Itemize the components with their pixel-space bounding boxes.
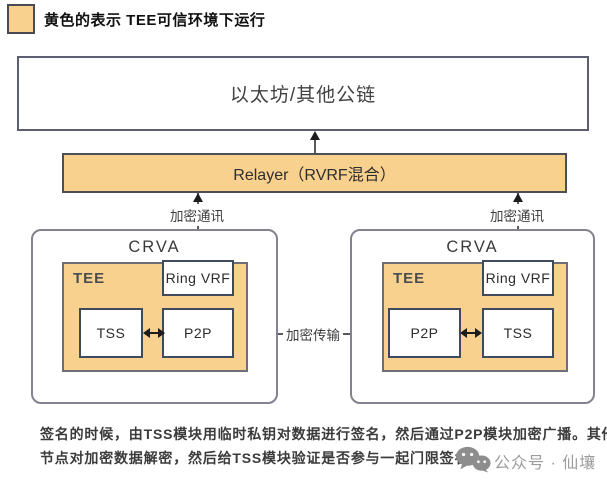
tss-module-left: TSS <box>79 308 143 358</box>
p2p-label: P2P <box>410 325 439 341</box>
tss-label: TSS <box>96 325 126 341</box>
legend-label: 黄色的表示 TEE可信环境下运行 <box>44 12 266 29</box>
ring-vrf-label: Ring VRF <box>485 270 551 286</box>
legend-yellow-swatch <box>7 4 35 34</box>
tss-module-right: TSS <box>482 308 554 358</box>
caption-line-1: 签名的时候，由TSS模块用临时私钥对数据进行签名，然后通过P2P模块加密广播。其… <box>40 426 607 442</box>
tee-label: TEE <box>73 270 106 287</box>
crva-title: CRVA <box>128 238 181 256</box>
up-arrow-icon <box>513 193 523 202</box>
encrypted-transfer-label: 加密传输 <box>283 323 343 345</box>
up-arrow-icon <box>193 193 203 202</box>
caption-line-2: 节点对加密数据解密，然后给TSS模块验证是否参与一起门限签名 <box>40 450 470 466</box>
wechat-icon <box>455 446 491 473</box>
ring-vrf-module-right: Ring VRF <box>482 260 554 296</box>
watermark-label: 公众号 · 仙壤 <box>494 455 597 472</box>
public-chain-box: 以太坊/其他公链 <box>17 56 589 131</box>
right-encrypted-comm-label: 加密通讯 <box>487 204 547 226</box>
tss-p2p-double-arrow-icon <box>143 328 165 338</box>
left-node-to-relayer-line <box>197 193 199 262</box>
relayer-label: Relayer（RVRF混合） <box>233 167 396 184</box>
left-encrypted-comm-label: 加密通讯 <box>167 204 227 226</box>
ring-vrf-module-left: Ring VRF <box>162 260 234 296</box>
up-arrow-icon <box>310 131 320 140</box>
right-node-to-relayer-line <box>517 193 519 260</box>
ring-vrf-label: Ring VRF <box>165 270 231 286</box>
crva-title: CRVA <box>446 238 499 256</box>
tee-label: TEE <box>393 270 426 287</box>
relayer-to-chain-line <box>314 139 316 153</box>
p2p-module-left: P2P <box>162 308 234 358</box>
public-chain-label: 以太坊/其他公链 <box>229 85 377 106</box>
p2p-module-right: P2P <box>388 308 461 358</box>
tss-label: TSS <box>503 325 533 341</box>
p2p-tss-double-arrow-icon <box>460 328 482 338</box>
relayer-box: Relayer（RVRF混合） <box>62 153 567 193</box>
p2p-label: P2P <box>184 325 212 341</box>
